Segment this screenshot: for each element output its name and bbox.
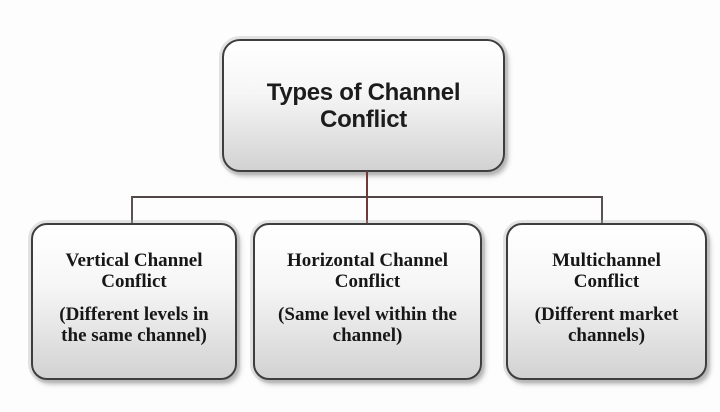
connector-drop-center	[366, 197, 368, 224]
node-description: (Different levels in the same channel)	[59, 304, 209, 346]
node-horizontal-channel-conflict: Horizontal Channel Conflict (Same level …	[253, 223, 482, 380]
root-node-title: Types of Channel Conflict	[266, 78, 461, 133]
connector-drop-left	[131, 197, 133, 224]
node-description: (Different market channels)	[534, 304, 679, 346]
connector-stem	[366, 171, 368, 197]
node-title: Multichannel Conflict	[552, 250, 661, 292]
node-types-of-channel-conflict: Types of Channel Conflict	[222, 39, 505, 172]
node-title: Vertical Channel Conflict	[65, 250, 203, 292]
connector-drop-right	[601, 197, 603, 224]
node-title: Horizontal Channel Conflict	[287, 250, 448, 292]
node-vertical-channel-conflict: Vertical Channel Conflict (Different lev…	[31, 223, 237, 380]
node-multichannel-conflict: Multichannel Conflict (Different market …	[506, 223, 707, 380]
node-description: (Same level within the channel)	[278, 304, 457, 346]
